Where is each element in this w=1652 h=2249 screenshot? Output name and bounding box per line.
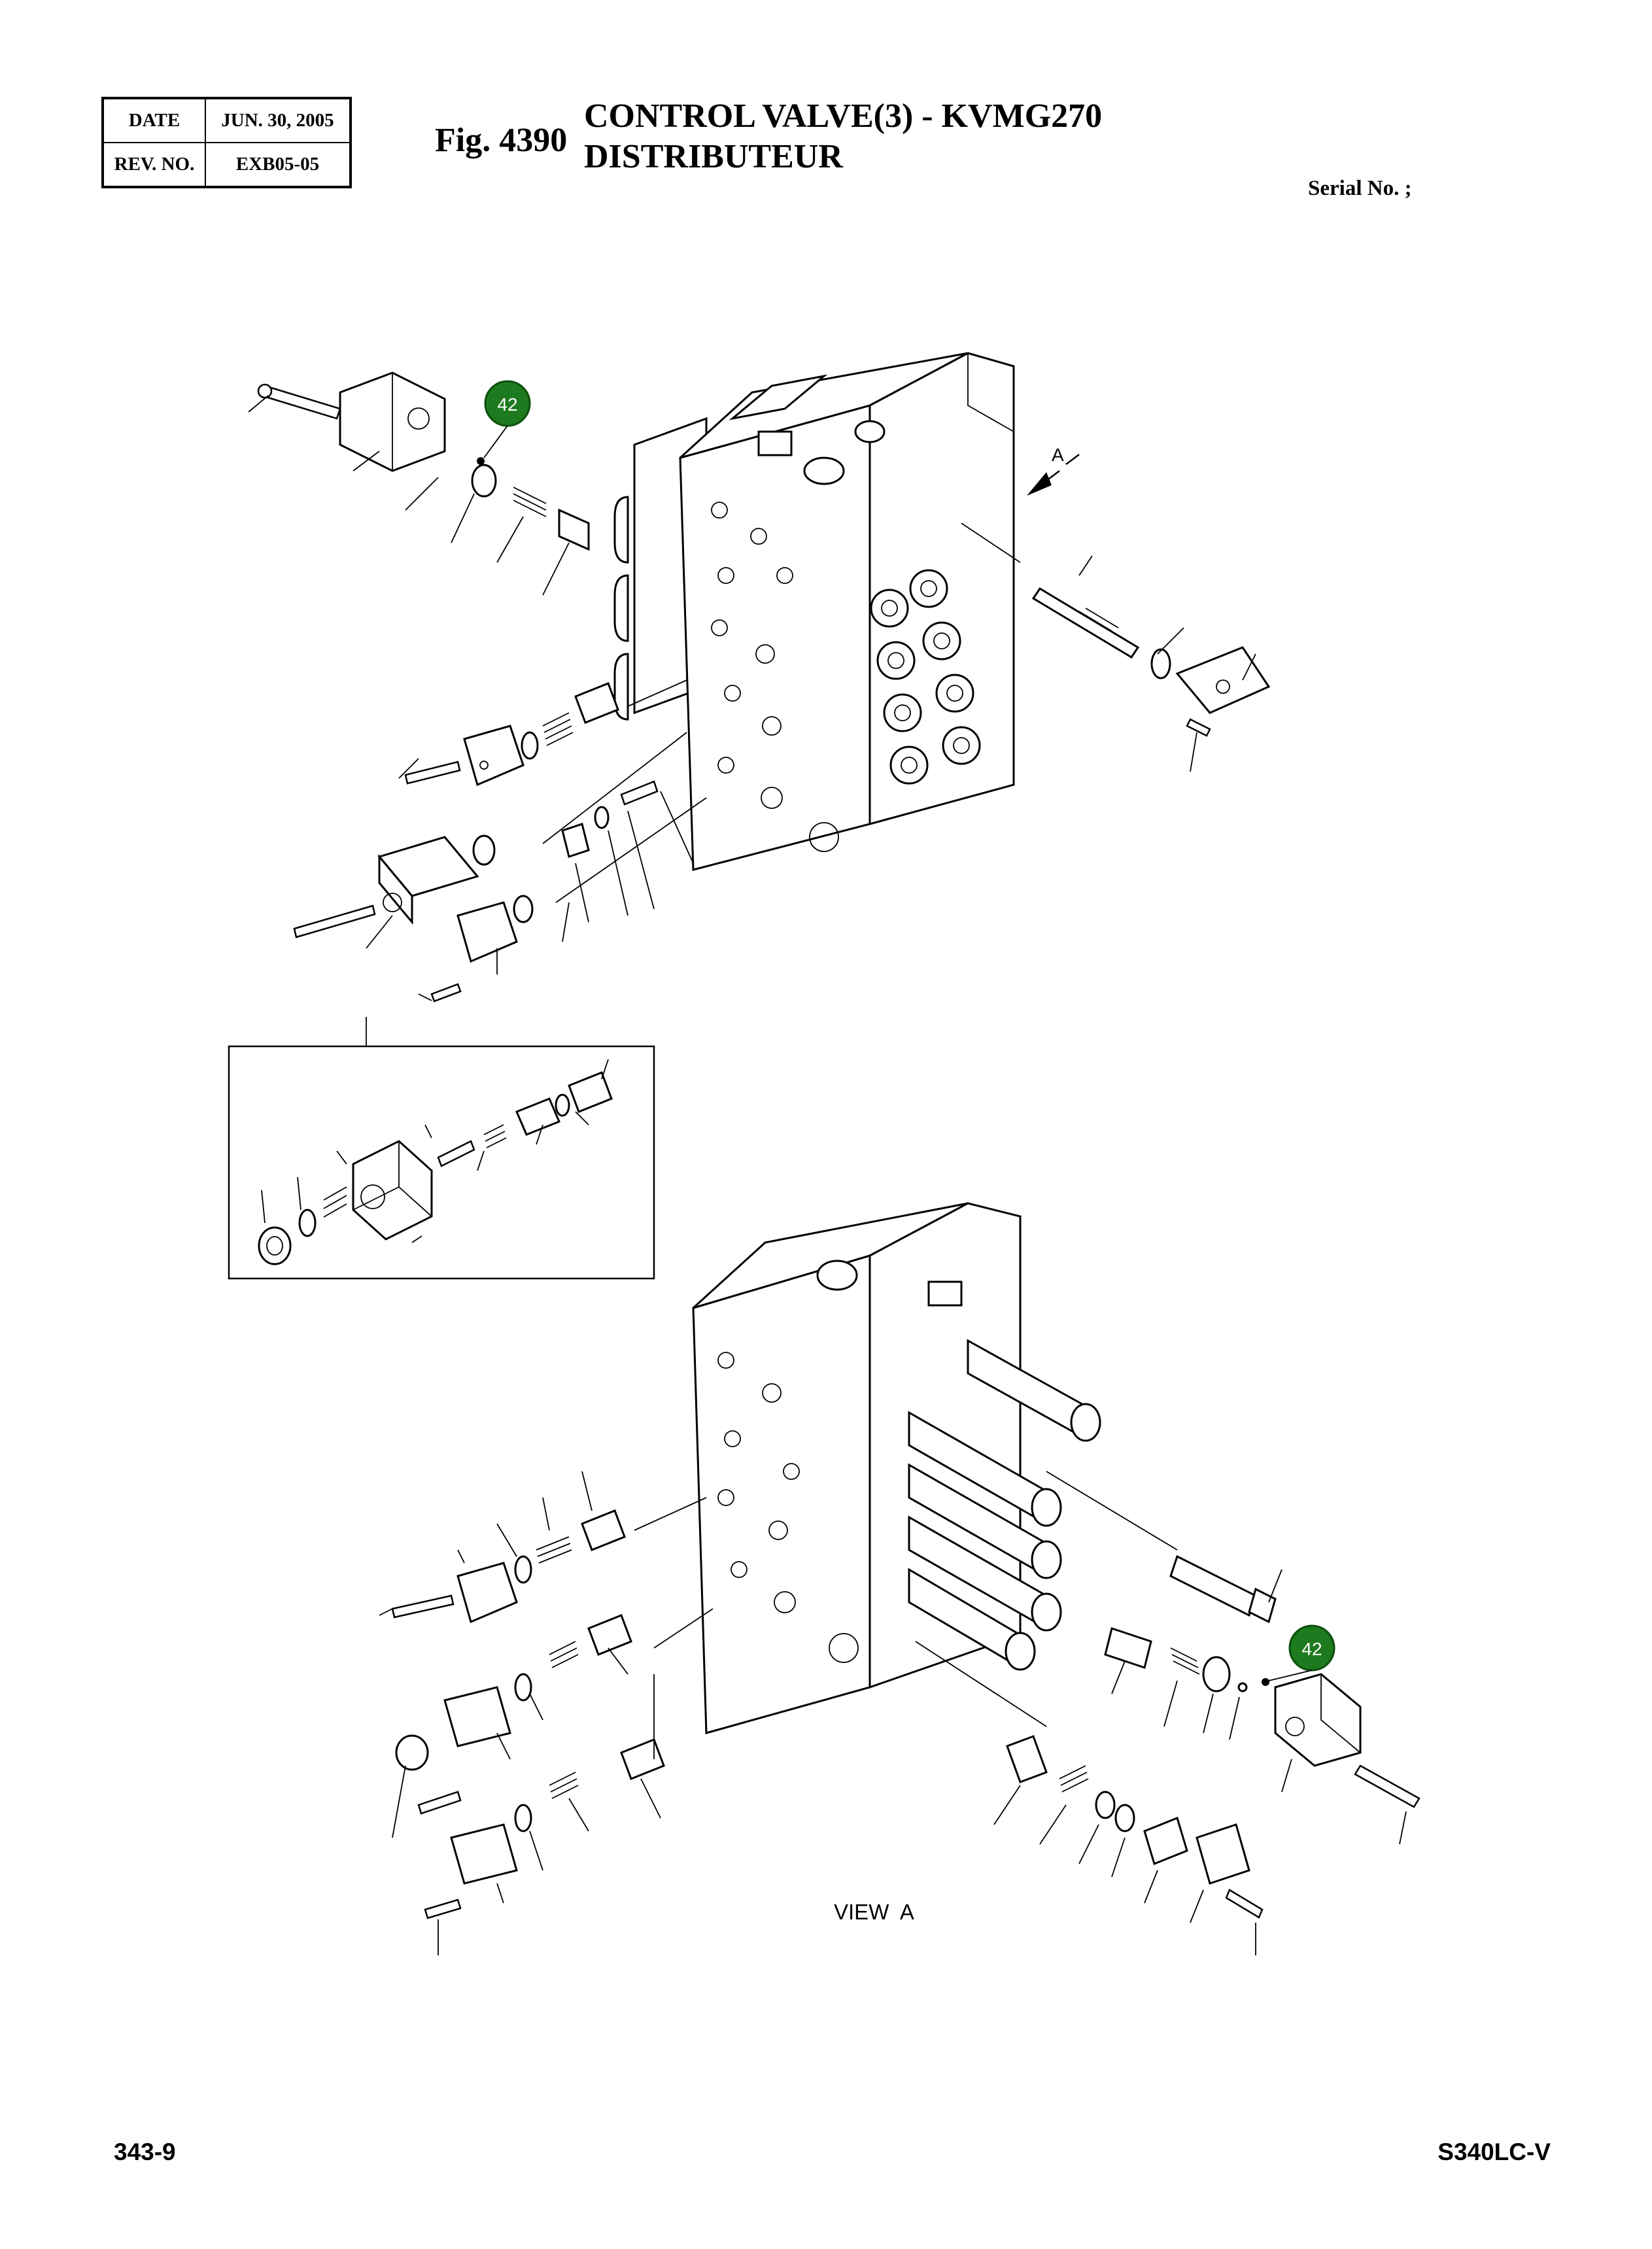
upper-left-parts bbox=[248, 371, 590, 596]
callout-upper bbox=[477, 380, 531, 465]
model-number: S340LC-V bbox=[1437, 2138, 1551, 2165]
upper-side-fittings bbox=[870, 569, 981, 785]
figure-title: CONTROL VALVE(3) - KVMG270 bbox=[584, 97, 1103, 135]
revision-table: DATE JUN. 30, 2005 REV. NO. EXB05-05 bbox=[101, 97, 352, 188]
lower-side-caps bbox=[908, 1339, 1101, 1671]
lower-left-parts bbox=[379, 1471, 714, 1955]
figure-subtitle: DISTRIBUTEUR bbox=[584, 138, 843, 175]
callout-label-upper: 42 bbox=[497, 394, 517, 415]
detail-inset bbox=[228, 1017, 655, 1280]
rev-label: REV. NO. bbox=[102, 142, 206, 188]
rev-value: EXB05-05 bbox=[205, 142, 351, 188]
page-number: 343-9 bbox=[114, 2138, 176, 2165]
view-a-arrow bbox=[1027, 454, 1080, 496]
figure-number: Fig. 4390 bbox=[435, 122, 568, 159]
callout-lower bbox=[1262, 1624, 1335, 1686]
upper-left-side-parts bbox=[293, 679, 707, 1003]
date-label: DATE bbox=[102, 97, 206, 143]
lower-valve-body bbox=[692, 1202, 1101, 1734]
date-value: JUN. 30, 2005 bbox=[205, 97, 351, 143]
lower-bottom-parts bbox=[915, 1641, 1264, 1955]
callout-label-lower: 42 bbox=[1301, 1639, 1322, 1659]
serial-number: Serial No. ; bbox=[1308, 177, 1412, 200]
lower-right-parts bbox=[1046, 1471, 1420, 1845]
upper-right-spool bbox=[961, 523, 1271, 772]
arrow-label: A bbox=[1052, 445, 1064, 465]
upper-valve-body bbox=[613, 352, 1015, 871]
view-label: VIEW A bbox=[834, 1900, 914, 1924]
